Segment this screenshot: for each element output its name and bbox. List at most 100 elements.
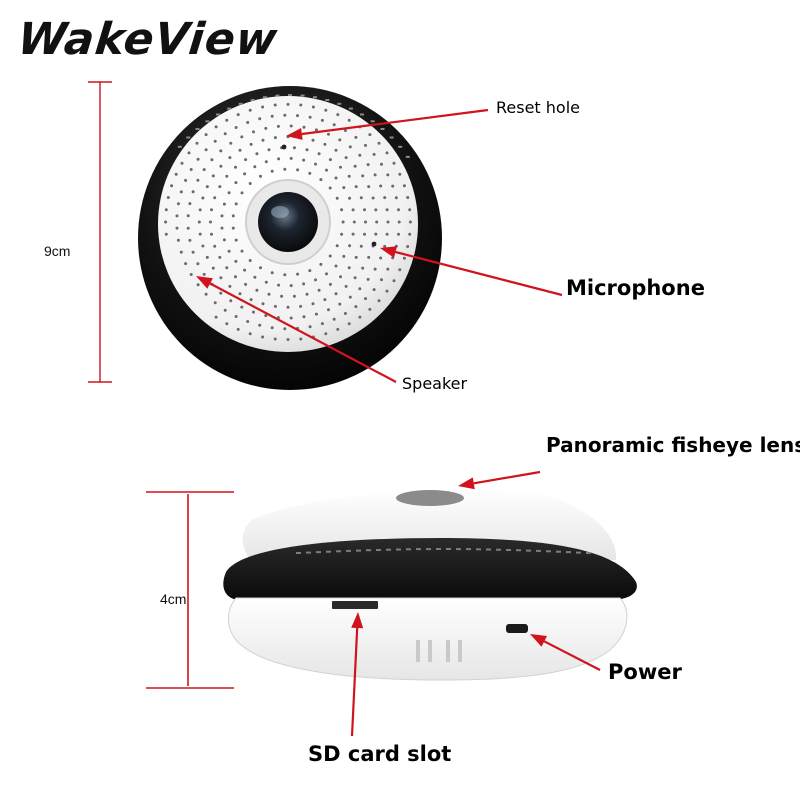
grille-dot (336, 327, 340, 331)
side-ir-led (346, 549, 351, 552)
grille-dot (398, 268, 402, 272)
grille-dot (347, 174, 351, 178)
grille-dot (198, 208, 202, 212)
grille-dot (343, 312, 347, 315)
grille-dot (180, 161, 184, 165)
side-ir-led (516, 549, 521, 552)
grille-dot (238, 292, 242, 296)
grille-dot (319, 262, 323, 266)
grille-dot (258, 323, 262, 327)
grille-dot (286, 305, 290, 309)
grille-dot (308, 115, 312, 119)
grille-dot (225, 266, 229, 270)
grille-dot (259, 174, 262, 178)
grille-dot (311, 138, 315, 142)
arrow-reset-hole (286, 108, 489, 140)
grille-dot (277, 157, 281, 161)
grille-dot (302, 125, 306, 129)
grille-dot (317, 152, 321, 156)
grille-dot (342, 186, 346, 190)
grille-dot (252, 130, 255, 134)
arrow-sd-card (350, 612, 364, 737)
grille-dot (264, 314, 268, 318)
grille-dot (398, 172, 402, 176)
grille-dot (408, 220, 412, 224)
grille-dot (195, 141, 199, 145)
grille-dot (179, 250, 183, 254)
grille-dot (270, 169, 274, 173)
grille-dot (240, 305, 244, 309)
label-sd-card-slot: SD card slot (308, 742, 452, 766)
grille-dot (358, 153, 362, 157)
grille-dot (364, 297, 367, 301)
grille-dot (327, 132, 330, 136)
ir-led (389, 136, 394, 139)
grille-dot (308, 325, 312, 329)
grille-dot (273, 103, 277, 107)
ir-led (337, 102, 342, 105)
grille-dot (261, 138, 265, 142)
grille-dot (175, 214, 179, 218)
camera-side-view (223, 489, 637, 681)
grille-dot (209, 220, 212, 224)
grille-dot (201, 244, 205, 248)
grille-dot (213, 196, 217, 200)
grille-dot (366, 277, 370, 281)
grille-dot (385, 289, 389, 293)
grille-dot (308, 269, 312, 273)
grille-dot (372, 288, 376, 292)
grille-dot (205, 255, 209, 259)
grille-dot (198, 232, 202, 236)
ir-led (263, 96, 267, 99)
side-white-base (228, 597, 628, 681)
grille-dot (317, 288, 321, 292)
grille-dot (363, 232, 366, 236)
grille-dot (184, 262, 188, 266)
grille-dot (408, 232, 412, 236)
grille-dot (273, 304, 277, 308)
grille-dot (364, 220, 367, 224)
grille-dot (188, 202, 192, 206)
grille-dot (348, 244, 352, 248)
grille-dot (219, 149, 223, 153)
ir-led (227, 107, 232, 110)
grille-dot (270, 271, 274, 275)
grille-dot (280, 294, 284, 298)
ir-led (348, 107, 353, 110)
grille-dot (344, 156, 348, 160)
ir-led (216, 113, 220, 116)
grille-dot (174, 172, 178, 176)
grille-dot (314, 312, 318, 316)
grille-dot (335, 196, 339, 200)
grille-dot (253, 275, 257, 279)
grille-dot (234, 126, 238, 129)
grille-dot (186, 214, 190, 218)
grille-dot (264, 126, 268, 130)
ir-led-ring (177, 94, 410, 158)
grille-dot (213, 244, 217, 248)
grille-dot (334, 148, 338, 152)
grille-dot (238, 148, 242, 152)
side-ir-led (316, 551, 321, 554)
grille-dot (397, 232, 400, 236)
side-ir-led (356, 549, 361, 552)
grille-dot (305, 292, 309, 296)
grille-dot (170, 184, 174, 188)
grille-dot (213, 139, 217, 143)
grille-dot (240, 191, 244, 195)
grille-dot (397, 208, 400, 212)
grille-dot (353, 276, 357, 280)
grille-dot (328, 186, 332, 190)
side-ir-led (296, 552, 301, 554)
grille-dot (243, 172, 247, 176)
grille-dot (273, 136, 277, 140)
grille-dot (335, 244, 339, 248)
grille-dot (402, 256, 406, 260)
grille-dot (202, 168, 206, 172)
grille-dot (176, 202, 180, 206)
grille-dot (320, 118, 324, 122)
ir-led (325, 99, 330, 101)
grille-dot (314, 278, 317, 282)
grille-dot (359, 196, 363, 200)
grille-dot (352, 220, 356, 224)
